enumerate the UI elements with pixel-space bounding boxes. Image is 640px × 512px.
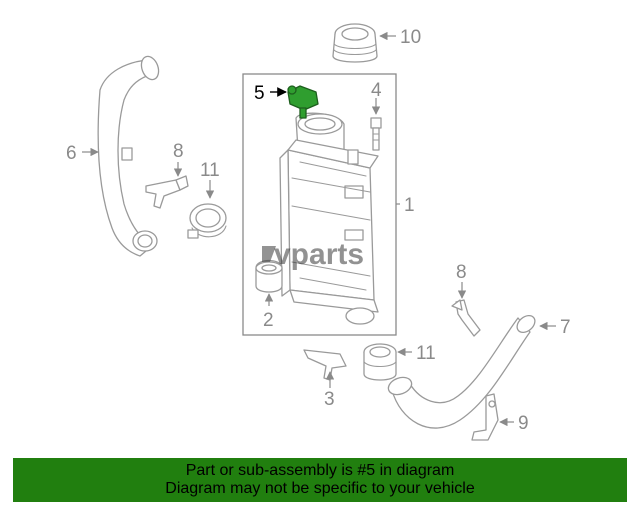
part-6-intake-hose[interactable] [97, 54, 161, 257]
part-11-clamp-left[interactable] [187, 203, 227, 239]
part-7-outlet-hose[interactable] [386, 312, 538, 429]
callout-8-left: 8 [173, 141, 184, 162]
part-5-pressure-sensor[interactable] [287, 85, 319, 119]
callout-9: 9 [518, 413, 529, 434]
info-banner: Part or sub-assembly is #5 in diagram Di… [13, 458, 627, 502]
callout-2: 2 [263, 310, 274, 331]
part-2-bracket[interactable] [255, 259, 283, 293]
callout-11-right: 11 [416, 343, 436, 364]
part-4-sensor[interactable] [370, 117, 382, 151]
banner-line-2: Diagram may not be specific to your vehi… [165, 480, 475, 497]
part-1-intercooler[interactable] [279, 112, 379, 325]
part-8-clip-left[interactable] [145, 175, 189, 209]
watermark-text: vparts [274, 238, 364, 271]
part-10-coupler[interactable] [332, 23, 378, 63]
callout-11-left: 11 [200, 160, 220, 181]
callout-5: 5 [254, 83, 265, 104]
vparts-watermark: vparts [262, 238, 364, 271]
part-9-bracket[interactable] [471, 393, 499, 441]
callout-7: 7 [560, 317, 571, 338]
part-3-bracket[interactable] [303, 349, 347, 381]
banner-line-1: Part or sub-assembly is #5 in diagram [185, 462, 455, 479]
part-11-coupler-right[interactable] [363, 343, 397, 381]
callout-10: 10 [400, 27, 421, 48]
callout-8-right: 8 [456, 262, 467, 283]
parts-diagram: 10 5 4 6 8 11 1 2 8 7 11 3 9 vparts [66, 23, 571, 441]
callout-4: 4 [371, 80, 382, 101]
callout-1: 1 [404, 195, 415, 216]
callout-6: 6 [66, 143, 77, 164]
callout-3: 3 [324, 389, 335, 410]
part-8-clip-right[interactable] [451, 299, 481, 337]
